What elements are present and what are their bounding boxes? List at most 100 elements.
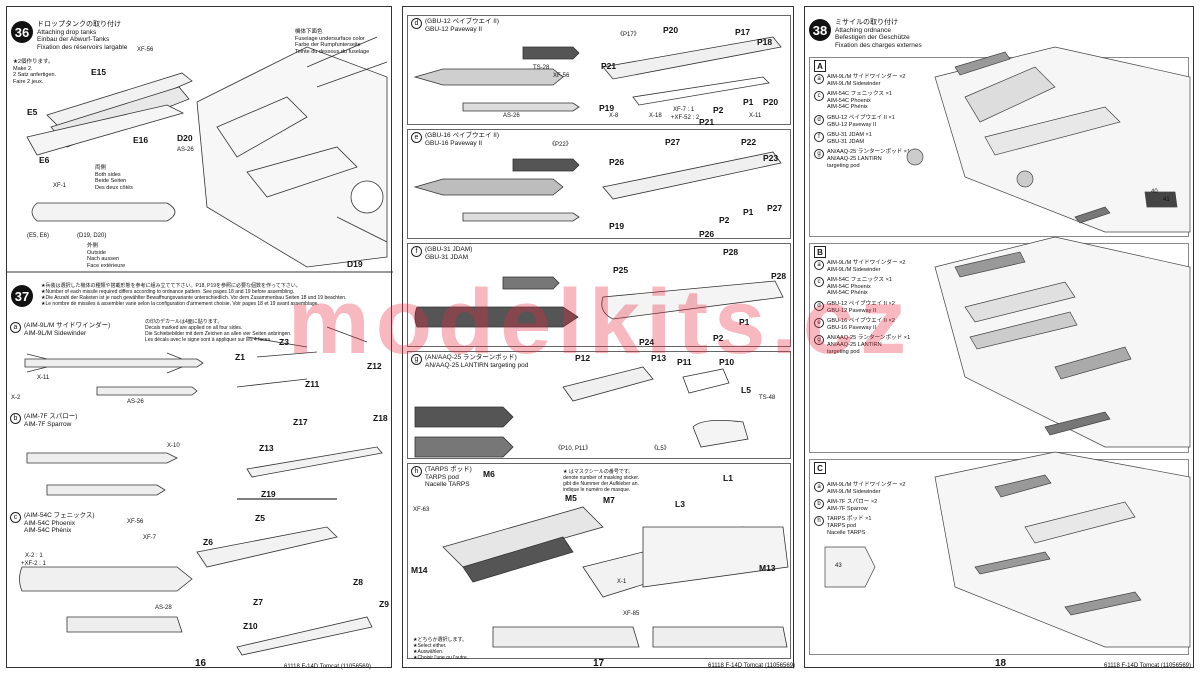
part-label: P17 bbox=[735, 27, 751, 37]
page-number: 17 bbox=[593, 658, 605, 669]
fuselage-color-note: 機体下面色 Fuselage undersurface color Farbe … bbox=[295, 29, 370, 55]
part-label: P28 bbox=[723, 247, 739, 257]
paint-code: X-11 bbox=[37, 375, 50, 381]
paint-code: X-10 bbox=[167, 443, 180, 449]
page-footer: 61118 F-14D Tomcat (11056569) bbox=[1104, 663, 1191, 669]
part-label: Z19 bbox=[261, 489, 276, 499]
paint-code: XF-56 bbox=[553, 73, 570, 79]
paint-code: TS-48 bbox=[759, 395, 776, 401]
sub-a-header: a (AIM-9L/M サイドワインダー)AIM-9L/M Sidewinder bbox=[10, 322, 110, 337]
paint-code: +XF-52 : 2 bbox=[671, 115, 700, 121]
both-sides-note: 両側 Both sides Beide Seiten Des deux côté… bbox=[95, 165, 133, 191]
paint-code: X-2 : 1 bbox=[25, 553, 43, 559]
paint-code: AS-28 bbox=[155, 605, 172, 611]
sub-b-header: b (AIM-7F スパロー)AIM-7F Sparrow bbox=[10, 413, 77, 428]
part-label: P27 bbox=[665, 137, 681, 147]
part-label: P18 bbox=[757, 37, 773, 47]
part-label: P10 bbox=[719, 357, 735, 367]
part-label: P11 bbox=[677, 357, 692, 367]
part-label: P1 bbox=[739, 317, 750, 327]
part-label: P19 bbox=[609, 221, 625, 231]
part-label: M14 bbox=[411, 565, 428, 575]
step-38-header: 38 ミサイルの取り付け Attaching ordnance Befestig… bbox=[809, 19, 922, 49]
paint-code: X-11 bbox=[749, 113, 762, 119]
step-number: 37 bbox=[11, 285, 33, 307]
part-label: L1 bbox=[723, 473, 733, 483]
part-label: D20 bbox=[177, 133, 193, 143]
part-label: M6 bbox=[483, 469, 495, 479]
step-number: 36 bbox=[11, 21, 33, 43]
step-titles: ミサイルの取り付け Attaching ordnance Befestigen … bbox=[835, 19, 922, 49]
part-label: Z18 bbox=[373, 413, 388, 423]
part-label: P19 bbox=[599, 103, 615, 113]
paint-code: X-1 bbox=[617, 579, 627, 585]
part-label: P27 bbox=[767, 203, 783, 213]
ref-part-label: 《P10, P11》 bbox=[555, 446, 592, 452]
part-label: Z10 bbox=[243, 621, 258, 631]
instruction-page-18: 38 ミサイルの取り付け Attaching ordnance Befestig… bbox=[804, 6, 1194, 669]
paint-code: AS-26 bbox=[177, 147, 194, 153]
part-label: Z11 bbox=[305, 379, 320, 389]
part-label: P25 bbox=[613, 265, 629, 275]
paint-code: AS-26 bbox=[127, 399, 144, 405]
part-label: E15 bbox=[91, 67, 107, 77]
part-label: Z6 bbox=[203, 537, 213, 547]
part-label: Z5 bbox=[255, 513, 265, 523]
part-label: L3 bbox=[675, 499, 685, 509]
ordnance-count-note: ★兵装は選択した機体の種類や搭載形態を参考に組み立てて下さい。P18, P19を… bbox=[41, 283, 347, 307]
decal-note: の印のデカールは4面に貼ります。 Decals marked are appli… bbox=[145, 319, 292, 343]
page-number: 16 bbox=[195, 658, 207, 669]
part-label: P21 bbox=[601, 61, 617, 71]
callout-number: 43 bbox=[835, 563, 842, 569]
part-label: P28 bbox=[771, 271, 787, 281]
page17-artwork bbox=[413, 36, 789, 648]
part-label: E5 bbox=[27, 107, 38, 117]
paint-code: AS-26 bbox=[503, 113, 520, 119]
part-label: P2 bbox=[719, 215, 730, 225]
part-label: P20 bbox=[763, 97, 779, 107]
select-either-note: ★どちらか選択します。 ★Select either. ★Auswählen. … bbox=[413, 637, 469, 661]
part-label: P2 bbox=[713, 333, 724, 343]
callout-number: 40 bbox=[1151, 189, 1158, 195]
part-label: E16 bbox=[133, 135, 149, 145]
part-label: P26 bbox=[609, 157, 625, 167]
paint-code: +XF-2 : 1 bbox=[21, 561, 46, 567]
part-label: Z8 bbox=[353, 577, 363, 587]
paint-code: TS-28 bbox=[533, 65, 550, 71]
paint-code: XF-7 bbox=[143, 535, 157, 541]
part-label: E6 bbox=[39, 155, 50, 165]
part-label: P12 bbox=[575, 353, 591, 363]
part-label: Z9 bbox=[379, 599, 389, 609]
instruction-page-17: d(GBU-12 ペイブウエイ II)GBU-12 Paveway II e(G… bbox=[402, 6, 795, 669]
paint-code: XF-63 bbox=[413, 507, 430, 513]
paint-code: XF-56 bbox=[127, 519, 144, 525]
ref-part-label: 《P22》 bbox=[549, 142, 572, 148]
paint-code: XF-1 bbox=[53, 183, 67, 189]
step-36-header: 36 ドロップタンクの取り付け Attaching drop tanks Ein… bbox=[11, 21, 127, 51]
paint-code: XF-56 bbox=[137, 47, 154, 53]
step-37-header: 37 bbox=[11, 285, 33, 307]
page16-footer: 61118 F-14D Tomcat (11056569) bbox=[284, 664, 371, 670]
step-titles: ドロップタンクの取り付け Attaching drop tanks Einbau… bbox=[37, 21, 128, 51]
part-label: P20 bbox=[663, 25, 679, 35]
part-label: P21 bbox=[699, 117, 715, 127]
parts-e5-e6-label: (E5, E6) bbox=[27, 233, 50, 239]
make-two-note: ★2個作ります。 Make 2. 2 Satz anfertigen. Fair… bbox=[13, 59, 57, 85]
instruction-page-16: 36 ドロップタンクの取り付け Attaching drop tanks Ein… bbox=[6, 6, 393, 669]
part-label: Z1 bbox=[235, 352, 245, 362]
part-label: L5 bbox=[741, 385, 751, 395]
page-footer: 61118 F-14D Tomcat (11056569) bbox=[708, 663, 795, 669]
part-label: D19 bbox=[347, 259, 363, 269]
